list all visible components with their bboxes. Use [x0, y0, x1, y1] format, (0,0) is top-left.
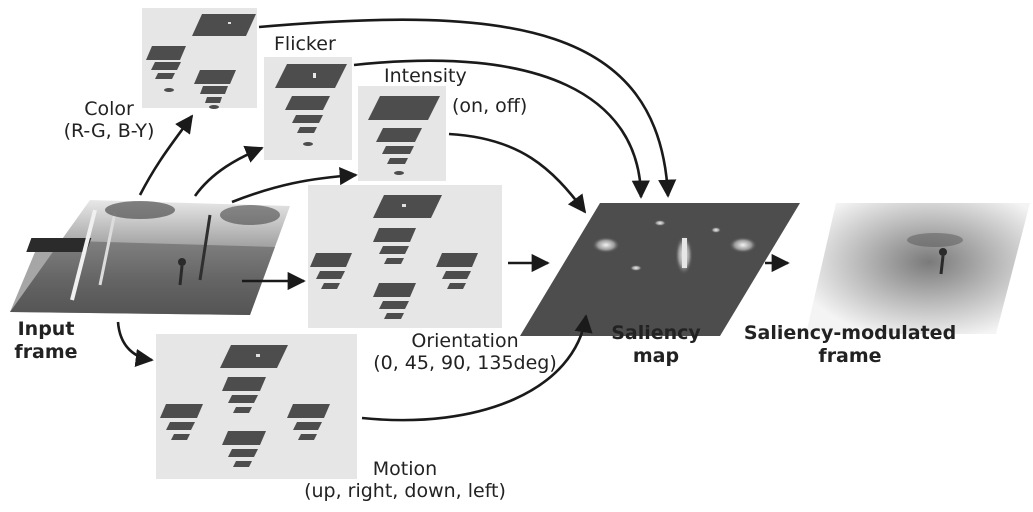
arrow-motion-to-saliency — [361, 314, 593, 422]
saliency-modulated-frame-image — [806, 203, 1030, 334]
color-pyramid — [146, 14, 256, 109]
flicker-label: Flicker — [274, 33, 336, 55]
intensity-pyramid — [368, 96, 440, 175]
saliency-map-label-1: Saliency — [611, 322, 701, 344]
saliency-modulated-label-2: frame — [818, 345, 882, 367]
motion-label: Motion (up, right, down, left) — [285, 458, 525, 502]
orientation-label-sub: (0, 45, 90, 135deg) — [373, 352, 557, 374]
color-label-sub: (R-G, B-Y) — [63, 120, 155, 142]
input-frame-image — [10, 200, 290, 315]
intensity-label-title: Intensity — [384, 65, 467, 87]
input-frame-label-2: frame — [14, 341, 78, 363]
motion-label-sub: (up, right, down, left) — [304, 480, 506, 502]
input-frame-label: Input frame — [4, 318, 88, 364]
arrow-input-to-flicker — [193, 145, 264, 197]
intensity-label-sub: (on, off) — [452, 95, 528, 117]
saliency-map-label-2: map — [632, 345, 680, 367]
arrow-intensity-to-saliency — [448, 132, 587, 214]
orientation-label-title: Orientation — [411, 330, 519, 352]
arrow-input-to-motion — [116, 321, 154, 367]
orientation-pyramids — [310, 195, 478, 319]
color-label: Color (R-G, B-Y) — [44, 98, 174, 142]
arrow-flicker-to-saliency — [353, 59, 650, 199]
motion-pyramids — [160, 345, 330, 467]
saliency-map-image — [520, 203, 800, 336]
orientation-label: Orientation (0, 45, 90, 135deg) — [360, 330, 570, 374]
flicker-pyramid — [275, 64, 347, 146]
arrow-input-to-color — [138, 114, 194, 196]
arrow-color-to-saliency — [258, 18, 677, 198]
input-frame-label-1: Input — [17, 318, 75, 340]
saliency-modulated-label: Saliency-modulated frame — [730, 322, 970, 368]
saliency-map-label: Saliency map — [596, 322, 716, 368]
arrows — [116, 18, 790, 422]
saliency-modulated-label-1: Saliency-modulated — [743, 322, 957, 344]
motion-label-title: Motion — [372, 458, 438, 480]
arrow-input-to-intensity — [231, 166, 358, 204]
color-label-title: Color — [84, 98, 134, 120]
